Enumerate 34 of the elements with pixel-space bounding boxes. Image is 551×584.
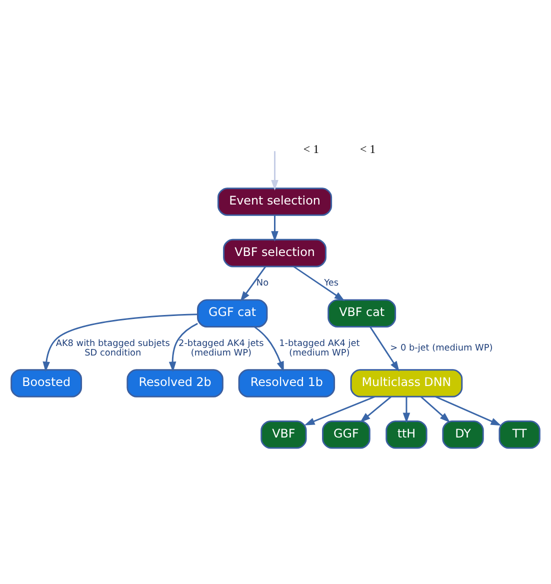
label: < 1 [303,142,320,156]
arrow [304,396,376,425]
node-box: Resolved 1b [238,368,336,397]
arrow [370,326,400,372]
arrow [240,266,266,302]
node-box: ttH [386,420,428,448]
node-box: GGF cat [197,298,268,327]
edge-label: > 0 b-jet (medium WP) [390,343,493,354]
edge-label: Yes [324,278,339,288]
arrow [360,396,392,422]
arrow [271,214,278,242]
arrow [435,396,502,426]
arrow [254,326,284,372]
node-box: VBF selection [223,238,326,267]
arrow [402,396,410,423]
node-box: Resolved 2b [126,368,224,397]
node-box: Multiclass DNN [350,368,463,397]
edge-label: 2-btagged AK4 jets (medium WP) [178,338,264,358]
arrow [293,265,345,301]
arrow [168,322,198,372]
node-box: VBF [260,420,307,448]
node-box: TT [498,420,540,448]
arrow [42,313,198,372]
node-box: Boosted [10,368,82,397]
edge-label: No [256,278,269,288]
label: < 1 [360,142,376,156]
node-box: VBF cat [328,298,396,327]
edge-label: 1-btagged AK4 jet (medium WP) [279,338,360,358]
node-box: GGF [322,420,370,448]
node-box: DY [442,420,484,448]
node-box: Event selection [217,187,332,216]
edge-label: AK8 with btagged subjets SD condition [56,338,170,358]
arrow [271,150,278,190]
arrow [420,396,450,422]
